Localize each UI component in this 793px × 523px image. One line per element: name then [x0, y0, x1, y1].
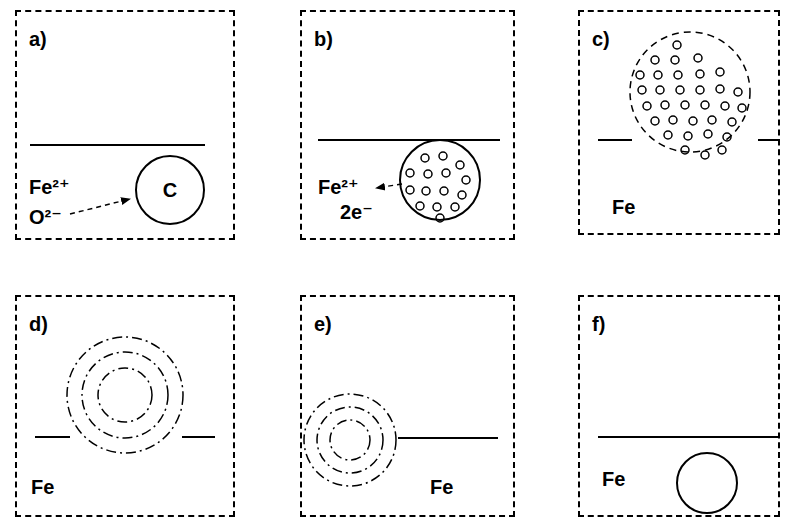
gas-bubbles — [728, 118, 736, 126]
metal-surface — [598, 139, 632, 141]
metal-label: Fe — [612, 195, 635, 219]
gas-bubbles — [456, 161, 464, 169]
oxygen-arrow — [70, 199, 130, 214]
panel-label: d) — [29, 312, 48, 336]
gas-bubbles — [701, 101, 709, 109]
gas-bubbles — [721, 102, 729, 110]
gas-bubbles — [462, 176, 470, 184]
particle-outline — [136, 156, 204, 224]
gas-bubbles — [422, 187, 430, 195]
ion-label: Fe²⁺ — [29, 175, 70, 199]
metal-surface — [182, 436, 215, 438]
carbon-particle: C — [135, 155, 205, 225]
gas-bubbles — [704, 130, 712, 138]
empty-pore — [677, 453, 737, 513]
ion-label: O²⁻ — [29, 205, 62, 229]
gas-bubbles — [406, 186, 414, 194]
gas-bubbles — [458, 191, 466, 199]
panel-frame: b) Fe²⁺2e⁻ — [300, 10, 515, 240]
gas-bubbles — [696, 70, 704, 78]
gas-bubbles — [723, 133, 731, 141]
gas-bubbles — [674, 71, 682, 79]
gas-bubbles — [701, 151, 709, 159]
gas-bubbles — [684, 132, 692, 140]
panel-label: b) — [314, 27, 333, 51]
panel-frame: c) Fe — [578, 10, 780, 235]
gas-bubbles — [696, 86, 704, 94]
gas-bubbles — [643, 102, 651, 110]
metal-surface — [398, 437, 498, 439]
gas-bubbles — [694, 54, 702, 62]
escaping-gas-ring — [82, 352, 168, 438]
gas-bubbles — [681, 101, 689, 109]
gas-bubbles — [656, 86, 664, 94]
gas-bubbles — [636, 41, 746, 159]
panel-f-art — [598, 437, 778, 513]
gas-bubbles — [433, 203, 441, 211]
escaping-gas-ring — [304, 394, 396, 486]
electron-label: 2e⁻ — [340, 200, 373, 224]
gas-bubbles — [689, 117, 697, 125]
gas-bubbles — [654, 71, 662, 79]
panel-frame: f) Fe — [578, 295, 780, 517]
metal-label: Fe — [31, 475, 54, 499]
panel-label: e) — [314, 312, 332, 336]
escaping-gas-ring — [98, 368, 152, 422]
gas-bubbles — [421, 154, 429, 162]
gas-bubbles — [681, 146, 689, 154]
escaping-gas-ring — [317, 407, 383, 473]
escaping-gas-ring — [330, 420, 370, 460]
metal-surface — [30, 144, 205, 146]
reacting-particle — [400, 140, 480, 220]
panel-c-art — [598, 32, 780, 159]
gas-bubbles — [718, 146, 726, 154]
gas-bubbles — [669, 116, 677, 124]
gas-bubbles — [661, 101, 669, 109]
gas-bubbles — [442, 169, 450, 177]
escaping-gas-ring — [67, 337, 183, 453]
ion-label: Fe²⁺ — [318, 175, 359, 199]
gas-bubbles — [638, 86, 646, 94]
panel-label: a) — [29, 27, 47, 51]
panel-label: c) — [592, 27, 610, 51]
element-label: C — [163, 178, 177, 202]
gas-bubbles — [440, 187, 448, 195]
gas-bubbles — [651, 117, 659, 125]
metal-label: Fe — [430, 475, 453, 499]
panel-frame: e) Fe — [300, 295, 515, 517]
gas-bubbles — [708, 116, 716, 124]
metal-surface — [35, 436, 70, 438]
metal-surface — [758, 139, 780, 141]
gas-bubbles — [671, 56, 679, 64]
gas-bubbles — [664, 131, 672, 139]
gas-bubbles — [406, 152, 470, 222]
gas-bubbles — [716, 85, 724, 93]
gas-bubbles — [676, 86, 684, 94]
panel-e-art — [304, 394, 498, 486]
gas-bubbles — [424, 170, 432, 178]
gas-bubbles — [734, 88, 742, 96]
gas-bubbles — [406, 169, 414, 177]
gas-bubbles — [636, 71, 644, 79]
gas-bubbles — [673, 41, 681, 49]
panel-frame: d) Fe — [15, 295, 235, 517]
gas-bubbles — [738, 104, 746, 112]
gas-bubbles — [416, 202, 424, 210]
metal-label: Fe — [602, 467, 625, 491]
panel-frame: a) Fe²⁺ O²⁻ C — [15, 10, 235, 240]
gas-bubbles — [451, 203, 459, 211]
gas-bubbles — [651, 56, 659, 64]
metal-surface — [598, 436, 778, 438]
panel-a-art — [30, 145, 205, 214]
electron-arrow — [376, 184, 402, 188]
panel-label: f) — [592, 312, 605, 336]
metal-surface — [318, 139, 500, 141]
panel-d-art — [35, 337, 215, 453]
gas-cloud — [630, 32, 750, 152]
gas-bubbles — [439, 152, 447, 160]
gas-bubbles — [716, 68, 724, 76]
gas-bubbles — [436, 214, 444, 222]
